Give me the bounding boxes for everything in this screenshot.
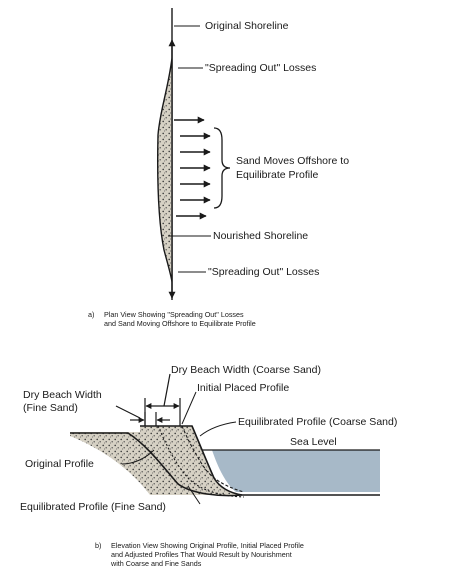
caption-a-line1: Plan View Showing "Spreading Out" Losses (104, 310, 256, 319)
label-equilibrated-fine: Equilibrated Profile (Fine Sand) (20, 501, 166, 513)
label-sea-level: Sea Level (290, 436, 337, 448)
nourished-fill-plan (158, 58, 172, 282)
caption-b-line1: Elevation View Showing Original Profile,… (111, 541, 304, 550)
label-spreading-out-bottom: "Spreading Out" Losses (208, 266, 319, 278)
caption-b-marker: b) (95, 541, 101, 550)
label-dry-beach-fine-line1: Dry Beach Width (23, 389, 102, 401)
fine-width-dimension (116, 406, 170, 426)
caption-b-line2: and Adjusted Profiles That Would Result … (111, 550, 304, 559)
offshore-brace (214, 128, 230, 208)
label-spreading-out-top: "Spreading Out" Losses (205, 62, 316, 74)
label-dry-beach-coarse: Dry Beach Width (Coarse Sand) (171, 364, 321, 376)
coarse-width-dimension (145, 374, 180, 426)
label-sand-moves-line2: Equilibrate Profile (236, 169, 318, 181)
label-nourished-shoreline: Nourished Shoreline (213, 230, 308, 242)
label-original-shoreline: Original Shoreline (205, 20, 288, 32)
offshore-arrows (174, 120, 210, 216)
sea-water (212, 450, 380, 492)
label-sand-moves-line1: Sand Moves Offshore to (236, 155, 349, 167)
label-initial-placed: Initial Placed Profile (197, 382, 289, 394)
equilibrated-coarse-leader (200, 422, 236, 436)
caption-a-line2: and Sand Moving Offshore to Equilibrate … (104, 319, 256, 328)
caption-b: b) Elevation View Showing Original Profi… (95, 541, 304, 568)
initial-placed-leader (182, 392, 196, 424)
caption-b-line3: with Coarse and Fine Sands (111, 559, 304, 568)
label-dry-beach-fine-line2: (Fine Sand) (23, 402, 78, 414)
caption-a-marker: a) (88, 310, 94, 319)
label-original-profile: Original Profile (25, 458, 94, 470)
caption-a: a) Plan View Showing "Spreading Out" Los… (88, 310, 256, 328)
label-equilibrated-coarse: Equilibrated Profile (Coarse Sand) (238, 416, 397, 428)
